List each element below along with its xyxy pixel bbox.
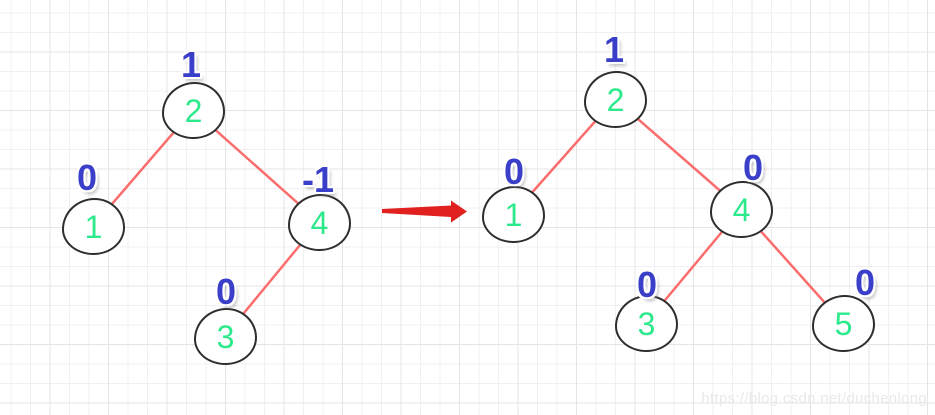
balance-factor-after-2: 1 bbox=[603, 29, 625, 70]
balance-factor-after-1: 0 bbox=[503, 151, 525, 192]
tree-node-after-4: 4 bbox=[710, 181, 773, 238]
tree-node-before-4: 4 bbox=[288, 194, 351, 251]
tree-node-before-3: 3 bbox=[194, 308, 257, 365]
tree-node-after-5: 5 bbox=[812, 295, 875, 352]
balance-factor-after-4: 0 bbox=[742, 147, 764, 188]
watermark-text: https://blog.csdn.net/duchenlong bbox=[701, 390, 927, 407]
balance-factor-after-5: 0 bbox=[854, 262, 876, 303]
tree-node-before-2: 2 bbox=[162, 82, 225, 139]
balance-factor-before-1: 0 bbox=[76, 157, 98, 198]
tree-node-after-2: 2 bbox=[584, 71, 647, 128]
balance-factor-after-3: 0 bbox=[636, 264, 658, 305]
tree-node-after-3: 3 bbox=[615, 295, 678, 352]
tree-node-after-1: 1 bbox=[482, 186, 545, 243]
tree-node-before-1: 1 bbox=[62, 198, 125, 255]
balance-factor-before-4: -1 bbox=[301, 159, 334, 200]
balance-factor-before-3: 0 bbox=[215, 271, 237, 312]
balance-factor-before-2: 1 bbox=[180, 44, 202, 85]
transform-arrow-icon bbox=[382, 200, 467, 223]
